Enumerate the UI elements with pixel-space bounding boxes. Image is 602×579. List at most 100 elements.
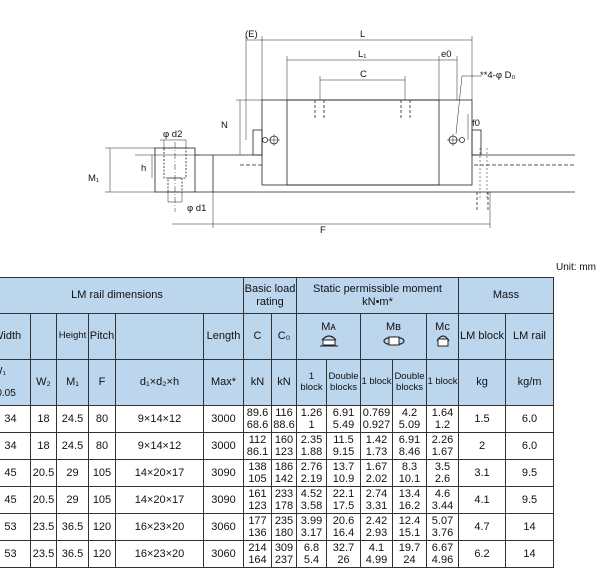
- cell-value: 45: [4, 493, 17, 506]
- cell-value: 13.4: [398, 487, 421, 500]
- cell-value: 0.769: [362, 406, 391, 419]
- moment-mb-icon: [382, 336, 405, 346]
- label-l: L: [360, 29, 365, 40]
- mc-label: Mᴄ: [435, 320, 450, 333]
- label-hole: **4-φ D₀: [480, 70, 516, 81]
- cell-value: 18: [37, 412, 50, 425]
- cell-value: 4.1: [368, 541, 385, 554]
- table-cell-m1: 36.5: [56, 540, 89, 568]
- mb-header: Mʙ: [360, 313, 427, 360]
- label-n: N: [221, 120, 228, 131]
- table-cell-len: 3000: [203, 432, 244, 460]
- cell-value: 0.927: [362, 419, 391, 431]
- cell-value: 233: [274, 487, 294, 500]
- table-cell-rail: 9.5: [505, 459, 554, 487]
- cell-value: 1.73: [365, 446, 388, 458]
- dimension-lines: [236, 36, 482, 155]
- moment-mc-icon: [435, 335, 450, 347]
- cell-value: 1.88: [300, 446, 323, 458]
- pitch-header: Pitch: [88, 313, 116, 360]
- cell-value: 116: [275, 406, 293, 419]
- cell-value: 160: [274, 433, 294, 446]
- cell-value: 3090: [211, 466, 236, 479]
- cell-value: 2: [478, 439, 486, 452]
- table-cell-dims: 14×20×17: [115, 486, 204, 514]
- cell-value: 4.99: [365, 554, 388, 566]
- cell-value: 142: [274, 473, 294, 485]
- label-f: F: [320, 225, 326, 236]
- c0-unit-header: kN: [271, 359, 297, 406]
- cell-value: 8.46: [398, 446, 421, 458]
- cell-value: 89.6: [246, 406, 269, 419]
- table-cell-rail: 9.5: [505, 486, 554, 514]
- table-cell-m1: 29: [56, 459, 89, 487]
- cell-value: 3000: [211, 439, 236, 452]
- cell-value: 53: [4, 547, 17, 560]
- cell-value: 86.1: [246, 446, 269, 458]
- cell-value: 8.3: [401, 460, 418, 473]
- cell-value: 3.31: [365, 500, 388, 512]
- cell-value: 22.1: [332, 487, 355, 500]
- cell-value: 4.96: [431, 554, 454, 566]
- cell-value: 26: [337, 554, 350, 566]
- cell-value: 123: [274, 446, 294, 458]
- cell-value: 161: [248, 487, 267, 500]
- cell-value: 1.26: [300, 406, 323, 419]
- table-cell-w2: 23.5: [30, 540, 57, 568]
- header-row-1: LM rail dimensions Basic load rating Sta…: [0, 277, 554, 314]
- cell-value: 16.2: [398, 500, 421, 512]
- cell-value: 186: [274, 460, 294, 473]
- unit-label: Unit: mm: [556, 262, 596, 273]
- label-e0: e0: [441, 49, 452, 60]
- table-cell-dims: 16×23×20: [115, 513, 204, 541]
- label-e: (E): [245, 29, 258, 40]
- table-cell-dims: 9×14×12: [115, 432, 204, 460]
- header-row-3: W₁0-0.05 W₂ M₁ F d₁×d₂×h Max* kN kN 1 bl…: [0, 359, 554, 406]
- cell-value: 2.6: [434, 473, 451, 485]
- label-c: C: [360, 69, 367, 80]
- label-d1: φ d1: [187, 203, 206, 214]
- cell-value: 2.02: [365, 473, 388, 485]
- cell-value: 14: [523, 520, 536, 533]
- width-header: Width: [0, 313, 31, 360]
- cell-value: 1.64: [431, 406, 454, 419]
- mb-double-header: Double blocks: [392, 359, 427, 406]
- mb-label: Mʙ: [385, 320, 401, 333]
- table-cell-dims: 16×23×20: [115, 540, 204, 568]
- cell-value: 17.5: [332, 500, 355, 512]
- table-cell-m1: 24.5: [56, 432, 89, 460]
- mc-1block-header: 1 block: [426, 359, 459, 406]
- cell-value: 3.99: [300, 514, 323, 527]
- cell-value: 2.74: [365, 487, 388, 500]
- cell-value: 18: [37, 439, 50, 452]
- c-unit-header: kN: [243, 359, 272, 406]
- cell-value: 6.0: [521, 439, 538, 452]
- cell-value: 3.1: [474, 466, 490, 479]
- length-header: Length: [203, 313, 244, 360]
- f-header: F: [88, 359, 116, 406]
- group-basic-header: Basic load rating: [243, 277, 297, 314]
- cell-value: 24.5: [61, 439, 84, 452]
- table-cell-blk: 3.1: [458, 459, 506, 487]
- cell-value: 177: [248, 514, 267, 527]
- w2-blank-header: [30, 313, 57, 360]
- cell-value: 2.35: [300, 433, 323, 446]
